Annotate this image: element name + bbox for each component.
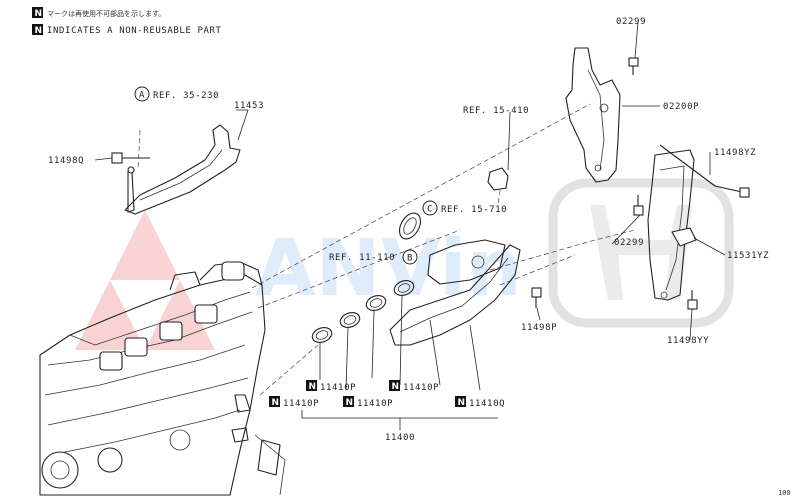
svg-text:N: N	[35, 26, 43, 36]
part-label-11498q: 11498Q	[48, 156, 84, 166]
gasket-11410p-3	[365, 295, 387, 311]
part-11453-bracket	[124, 124, 241, 215]
part-02200p-bracket	[565, 47, 621, 183]
legend-note-jp: マークは再使用不可部品を示します。	[47, 9, 165, 18]
part-label-11400: 11400	[385, 433, 415, 443]
bolt-02299-mid	[633, 195, 644, 216]
part-label-11410p-3: N 11410P	[343, 396, 393, 409]
svg-text:N: N	[272, 398, 280, 408]
part-label-11410p-1: N 11410P	[306, 380, 356, 393]
callout-ref-a: A REF. 35-230	[134, 86, 219, 102]
svg-text:11410Q: 11410Q	[469, 399, 505, 409]
svg-text:A: A	[139, 91, 145, 101]
part-label-02200p: 02200P	[663, 102, 699, 112]
nonreusable-symbol-icon	[32, 7, 43, 18]
nonreusable-symbol-icon	[306, 380, 317, 391]
assembly-dash-lines	[137, 103, 636, 396]
gasket-11410p-2	[339, 312, 361, 328]
nonreusable-symbol-icon	[269, 396, 280, 407]
svg-text:11410P: 11410P	[283, 399, 319, 409]
gasket-11410p-1	[311, 327, 333, 343]
nonreusable-symbol-icon	[455, 396, 466, 407]
engine-block-drawing	[39, 261, 286, 496]
part-label-11498yy: 11498YY	[667, 336, 709, 346]
bolt-11498yy	[687, 290, 698, 310]
bolt-11498yz	[659, 144, 750, 198]
part-label-11531yz: 11531YZ	[727, 251, 769, 261]
part-label-11453: 11453	[234, 101, 264, 111]
part-label-11410p-4: N 11410P	[389, 380, 439, 393]
svg-text:REF. 11-110: REF. 11-110	[329, 253, 395, 263]
svg-text:N: N	[346, 398, 354, 408]
page-code: 100	[778, 489, 791, 497]
part-label-11410q: N 11410Q	[455, 396, 505, 409]
legend-note-en: INDICATES A NON-REUSABLE PART	[47, 26, 222, 36]
part-label-11498p: 11498P	[521, 323, 557, 333]
svg-text:REF. 35-230: REF. 35-230	[153, 91, 219, 101]
brand-watermark-logo-right	[548, 178, 734, 328]
callout-ref-15-410: REF. 15-410	[463, 106, 529, 116]
leader-lines	[94, 21, 726, 430]
callout-ref-c: C REF. 15-710	[422, 200, 507, 216]
brand-watermark-logo-left	[75, 210, 215, 350]
part-label-02299-mid: 02299	[614, 238, 644, 248]
legend-jp: N マークは再使用不可部品を示します。	[32, 7, 165, 19]
svg-text:11410P: 11410P	[357, 399, 393, 409]
bolt-02299-top	[628, 57, 639, 75]
bolt-11498p	[531, 287, 542, 308]
svg-text:11410P: 11410P	[320, 383, 356, 393]
legend-en: N INDICATES A NON-REUSABLE PART	[32, 24, 222, 36]
callout-ref-b: REF. 11-110 B	[329, 249, 418, 265]
svg-text:B: B	[407, 254, 413, 264]
svg-text:N: N	[458, 398, 466, 408]
part-11531yz-bracket	[647, 149, 697, 301]
brand-watermark-text: ANVin	[255, 224, 522, 314]
nonreusable-symbol-icon	[389, 380, 400, 391]
part-11400-housing	[389, 212, 521, 346]
part-label-02299-top: 02299	[616, 17, 646, 27]
svg-text:N: N	[392, 382, 400, 392]
part-label-11498yz: 11498YZ	[714, 148, 756, 158]
svg-text:N: N	[309, 382, 317, 392]
svg-text:C: C	[427, 205, 433, 215]
part-15-410-cap	[487, 167, 509, 191]
nonreusable-symbol-icon	[343, 396, 354, 407]
svg-text:11410P: 11410P	[403, 383, 439, 393]
part-label-11410p-2: N 11410P	[269, 396, 319, 409]
bolt-11498q	[111, 152, 150, 164]
nonreusable-symbol-icon	[32, 24, 43, 35]
svg-text:REF. 15-710: REF. 15-710	[441, 205, 507, 215]
gasket-11410p-4	[393, 280, 415, 296]
svg-text:N: N	[35, 9, 43, 19]
